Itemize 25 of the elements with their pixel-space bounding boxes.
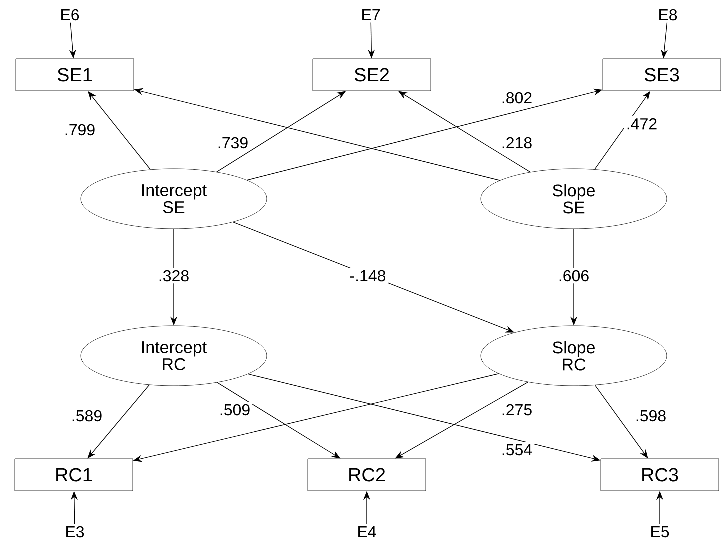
error-label: E6 — [62, 9, 80, 21]
edge-label: .328 — [156, 268, 192, 284]
variable-box: SE2 — [312, 58, 432, 92]
edge-label: .739 — [215, 135, 251, 151]
edge-label: .589 — [69, 408, 105, 424]
edge-label: .472 — [624, 116, 660, 132]
error-label: E7 — [362, 10, 380, 20]
edge-label: .598 — [633, 408, 669, 424]
variable-box: RC2 — [308, 458, 426, 492]
error-label: E3 — [66, 526, 84, 538]
edge-label: .554 — [499, 442, 535, 458]
edge-label: -.148 — [348, 268, 388, 284]
error-label: E8 — [660, 9, 678, 21]
error-label: E4 — [358, 526, 376, 538]
edge-label: .218 — [499, 135, 535, 151]
edge-label: .509 — [217, 402, 253, 418]
edge-label: .802 — [499, 90, 535, 106]
edge-label: .799 — [62, 122, 98, 138]
variable-box: RC1 — [14, 458, 134, 492]
edge-label: .606 — [556, 268, 592, 284]
edge-label: .275 — [499, 402, 535, 418]
variable-box: SE3 — [602, 58, 721, 92]
variable-box: RC3 — [600, 458, 720, 492]
error-label: E5 — [652, 526, 670, 538]
variable-box: SE1 — [16, 58, 134, 92]
